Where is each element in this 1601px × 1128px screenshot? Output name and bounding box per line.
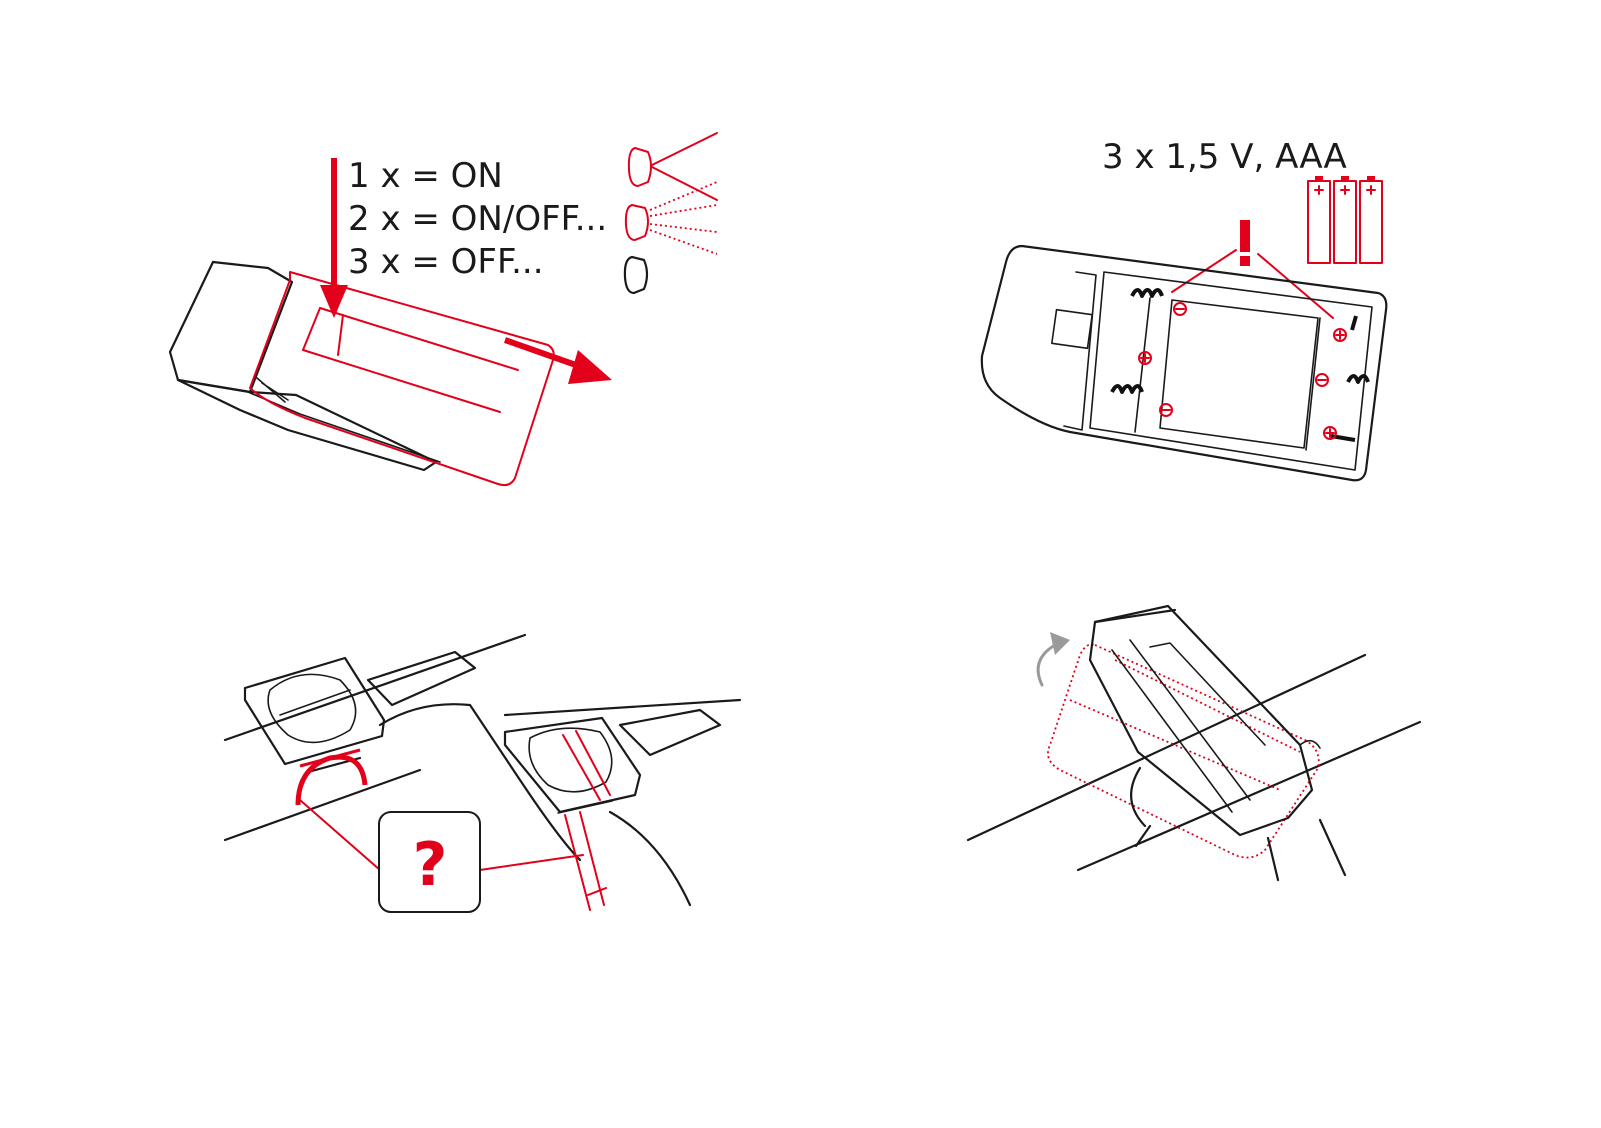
question-mark-text: ? xyxy=(413,830,448,900)
light-off-icon xyxy=(625,257,647,293)
battery-housing xyxy=(982,246,1387,480)
panel-rotate xyxy=(968,606,1420,880)
lamp-outline-dashed xyxy=(1048,644,1319,857)
press-arrow xyxy=(320,158,348,318)
light-on-icon xyxy=(629,133,717,200)
lamp-solid xyxy=(1090,606,1345,880)
panel-batteries: 3 x 1,5 V, AAA xyxy=(982,137,1387,480)
battery-icons xyxy=(1308,176,1382,263)
question-badge: ? xyxy=(379,812,480,912)
rotate-arrow xyxy=(1038,632,1070,685)
right-bracket xyxy=(505,710,720,905)
red-strap-right xyxy=(563,731,610,910)
panel-operate: 1 x = ON 2 x = ON/OFF... 3 x = OFF... xyxy=(170,133,717,485)
handlebar-lines xyxy=(225,635,740,840)
battery-spec-text: 3 x 1,5 V, AAA xyxy=(1102,137,1347,177)
warning-icon xyxy=(1240,220,1250,266)
panel-mounting: ? xyxy=(225,635,740,912)
mode-on-text: 1 x = ON xyxy=(348,156,503,196)
lamp-body xyxy=(170,262,440,470)
battery-cover-red xyxy=(250,272,554,485)
mode-flash-text: 2 x = ON/OFF... xyxy=(348,199,607,239)
mode-off-text: 3 x = OFF... xyxy=(348,242,544,282)
handlebar-lines-2 xyxy=(968,655,1420,870)
slide-arrow xyxy=(505,340,612,384)
